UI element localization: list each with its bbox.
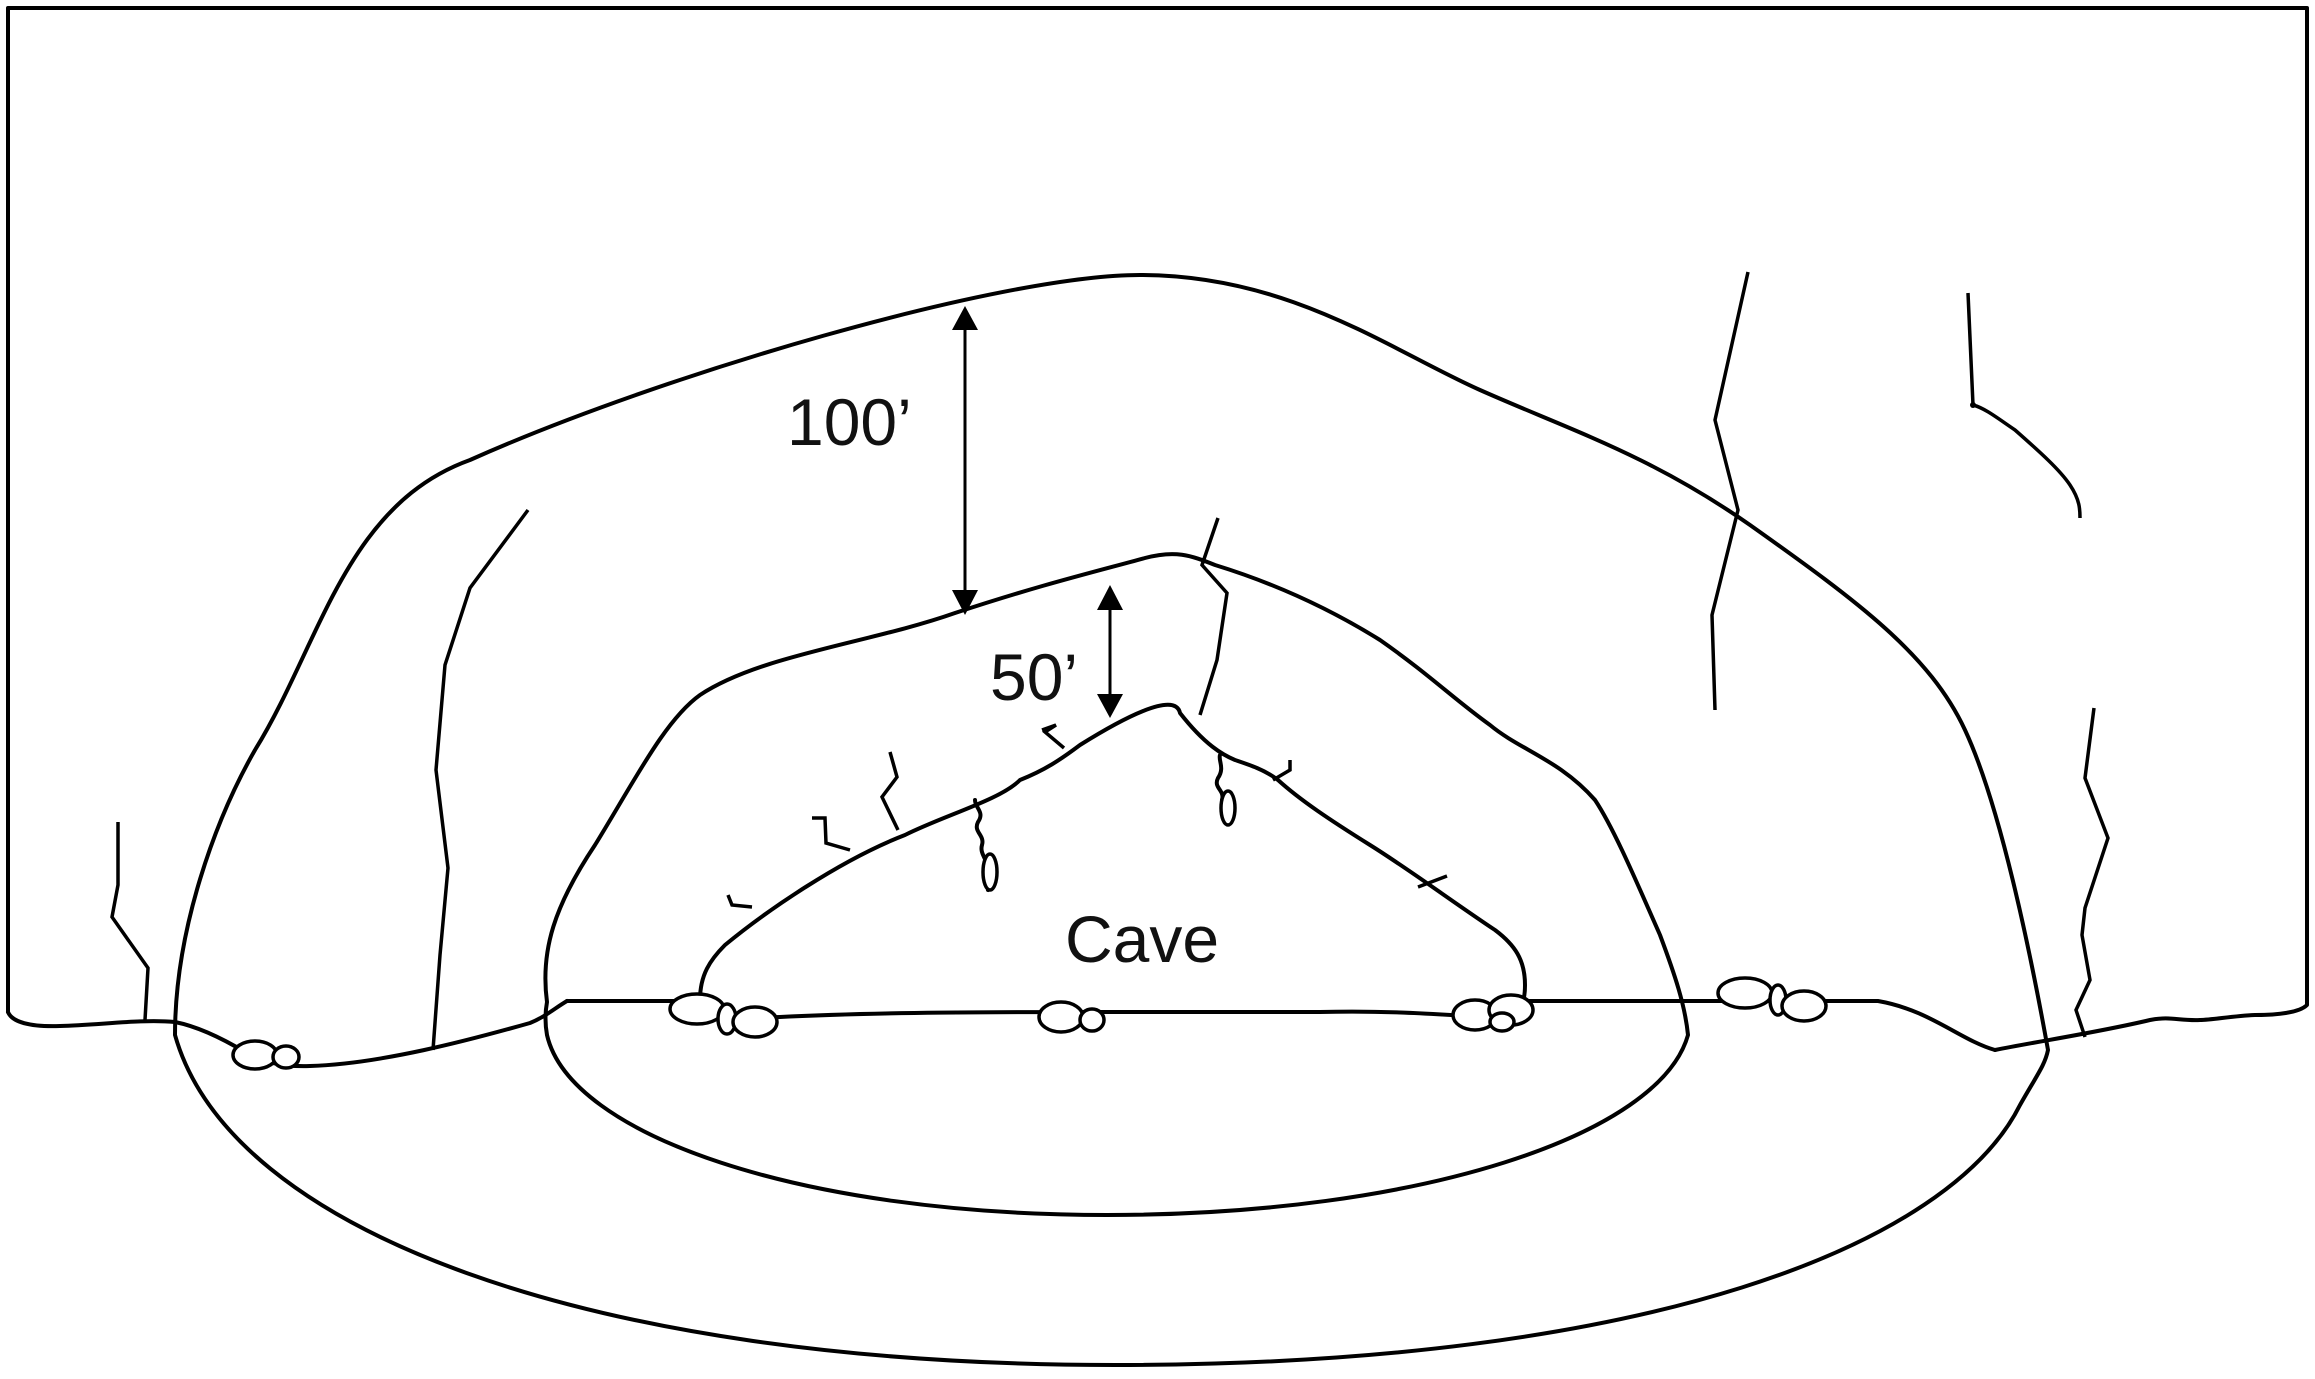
pebble-cluster-left [668, 992, 779, 1039]
ground-surface-outer-left [173, 999, 569, 1069]
fracture-right-tall [1710, 271, 1750, 711]
arrow-50ft [1097, 585, 1123, 718]
label-100ft: 100’ [787, 385, 912, 459]
outer-zone-100ft [173, 273, 2050, 1367]
fracture-left-zone [431, 508, 530, 1051]
small-fracture-4 [1041, 723, 1066, 750]
label-cave: Cave [1065, 902, 1219, 976]
ground-surface-left [6, 1010, 177, 1029]
fracture-top-center [1198, 517, 1229, 716]
cave-ceiling-pipe-right [1214, 753, 1225, 802]
ground-surface-outer-right [1658, 999, 1997, 1052]
small-fracture-1 [726, 894, 753, 909]
pebble-cluster-far-left [231, 1039, 301, 1071]
drip-tube-left [981, 852, 999, 892]
pebble-cluster-right [1451, 993, 1535, 1033]
drip-tube-right [1219, 789, 1237, 827]
label-50ft: 50’ [990, 640, 1078, 714]
small-fracture-6 [1417, 874, 1448, 889]
rock-body-outline [6, 6, 2309, 1052]
fracture-left-outer [110, 822, 150, 1021]
middle-zone-50ft [543, 552, 1690, 1217]
small-fracture-5 [1272, 760, 1292, 782]
fracture-node [1970, 402, 1976, 408]
pebble-cluster-far-right [1716, 976, 1828, 1023]
arrow-100ft [952, 306, 978, 615]
fracture-right-lower [2074, 707, 2110, 1038]
small-fracture-3 [879, 751, 900, 831]
small-fracture-2 [812, 816, 851, 852]
pebble-cluster-center [1037, 1000, 1106, 1034]
fracture-right-curved [1966, 292, 2082, 519]
